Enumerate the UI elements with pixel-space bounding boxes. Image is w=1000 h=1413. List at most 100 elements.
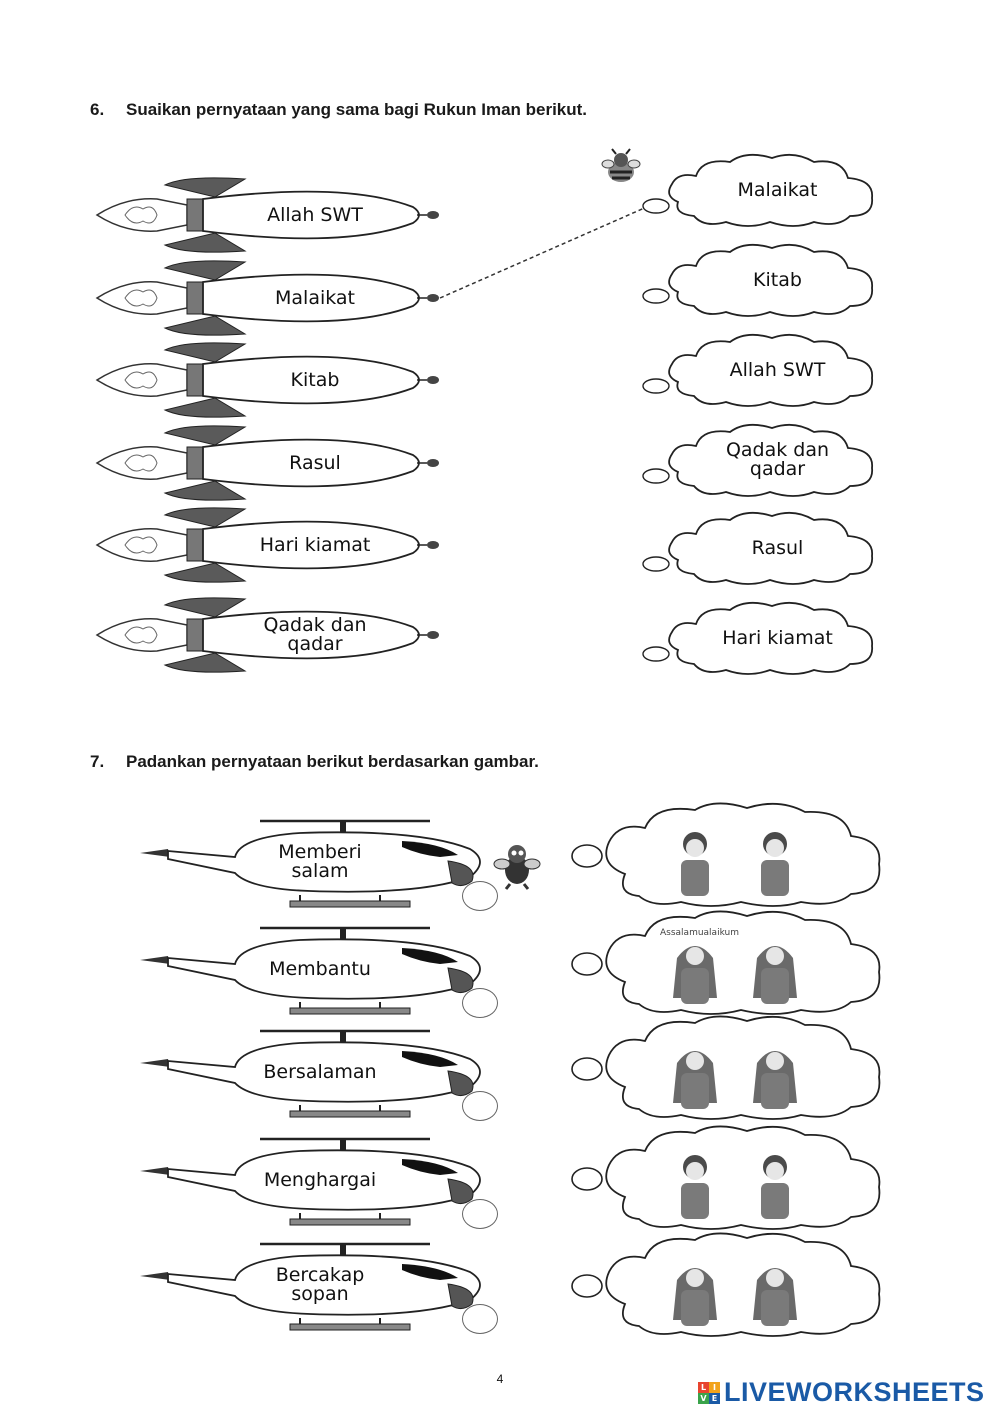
rocket-option[interactable]: [95, 423, 455, 503]
liveworksheets-brand[interactable]: L I V E LIVEWORKSHEETS: [698, 1377, 985, 1408]
item-label: Malaikat: [215, 286, 415, 309]
item-label-line: Bercakap: [275, 1264, 365, 1286]
scene-caption: Assalamualaikum: [660, 928, 739, 938]
picture-cloud-option[interactable]: [565, 1232, 885, 1340]
item-label-line: Kitab: [753, 268, 802, 291]
item-label: Malaikat: [665, 178, 890, 201]
item-label-line: Menghargai: [263, 1168, 377, 1191]
helicopter-icon: [140, 1029, 481, 1118]
answer-circle[interactable]: [462, 988, 498, 1018]
helicopter-icon: [140, 926, 481, 1015]
question-6-heading: 6. Suaikan pernyataan yang sama bagi Ruku…: [90, 100, 587, 120]
logo-letter: I: [709, 1381, 720, 1393]
rocket-icon: [95, 507, 439, 583]
bee-mascot-icon: [493, 845, 541, 890]
cloud-option[interactable]: [638, 508, 883, 588]
helicopter-option[interactable]: [140, 1025, 500, 1125]
item-label-line: Bersalaman: [263, 1060, 377, 1083]
item-label-line: qadar: [749, 458, 806, 480]
liveworksheets-logo-icon: L I V E: [698, 1381, 720, 1404]
item-label: Allah SWT: [215, 203, 415, 226]
rocket-option[interactable]: [95, 505, 455, 585]
scene-boy-helping-fallen-child-icon: [571, 802, 881, 907]
rocket-option[interactable]: [95, 258, 455, 338]
scene-girl-giving-gift-icon: [571, 1015, 881, 1120]
scene-girls-talking-politely-icon: [571, 1232, 881, 1337]
item-label-line: Hari kiamat: [259, 533, 371, 556]
cloud-icon: [642, 333, 873, 407]
scene-girls-greeting-icon: [571, 910, 881, 1015]
question-7-heading: 7. Padankan pernyataan berikut berdasarka…: [90, 752, 539, 772]
picture-cloud-option[interactable]: [565, 910, 885, 1018]
rocket-option[interactable]: [95, 340, 455, 420]
helicopter-option[interactable]: [140, 922, 500, 1022]
answer-circle[interactable]: [462, 1091, 498, 1121]
item-label-line: Allah SWT: [729, 358, 826, 381]
picture-cloud-option[interactable]: [565, 802, 885, 910]
logo-letter: E: [709, 1392, 720, 1404]
item-label: Rasul: [665, 536, 890, 559]
logo-letter: V: [698, 1392, 709, 1404]
item-label: Allah SWT: [665, 358, 890, 381]
helicopter-option[interactable]: [140, 1238, 500, 1338]
cloud-icon: [642, 243, 873, 317]
question-7-number: 7.: [90, 752, 105, 771]
answer-circle[interactable]: [462, 1304, 498, 1334]
item-label: Membantu: [230, 957, 410, 980]
rocket-icon: [95, 260, 439, 336]
helicopter-icon: [140, 1137, 481, 1226]
rocket-icon: [95, 425, 439, 501]
rocket-icon: [95, 597, 439, 673]
helicopter-option[interactable]: [140, 815, 500, 915]
item-label-line: qadar: [287, 633, 343, 655]
item-label: Kitab: [665, 268, 890, 291]
question-6-text: Suaikan pernyataan yang sama bagi Rukun …: [126, 100, 588, 119]
item-label-line: Qadak dan: [725, 439, 830, 461]
answer-circle[interactable]: [462, 1199, 498, 1229]
cloud-option[interactable]: [638, 420, 883, 500]
question-6-number: 6.: [90, 100, 105, 119]
item-label-line: Rasul: [289, 451, 341, 474]
item-label-line: Rasul: [751, 536, 804, 559]
item-label: Menghargai: [230, 1168, 410, 1191]
item-label-line: Allah SWT: [267, 203, 363, 226]
example-match-line: [439, 201, 659, 299]
cloud-icon: [642, 601, 873, 675]
answer-circle[interactable]: [462, 881, 498, 911]
helicopter-icon: [140, 1242, 481, 1331]
item-label-line: sopan: [291, 1283, 349, 1305]
scene-boys-shaking-hands-icon: [571, 1125, 881, 1230]
item-label-line: Malaikat: [275, 286, 355, 309]
item-label: Kitab: [215, 368, 415, 391]
logo-letter: L: [698, 1381, 709, 1393]
cloud-option[interactable]: [638, 240, 883, 320]
rocket-option[interactable]: [95, 595, 455, 675]
item-label-line: Membantu: [269, 957, 371, 980]
helicopter-option[interactable]: [140, 1133, 500, 1233]
item-label: Hari kiamat: [665, 628, 890, 648]
cloud-icon: [642, 511, 873, 585]
cloud-icon: [642, 423, 873, 497]
rocket-option[interactable]: [95, 175, 455, 255]
picture-cloud-option[interactable]: [565, 1125, 885, 1233]
brand-text: LIVEWORKSHEETS: [724, 1377, 985, 1407]
item-label-line: salam: [291, 860, 349, 882]
cloud-option[interactable]: [638, 330, 883, 410]
item-label-line: Qadak dan: [263, 614, 367, 636]
item-label: Rasul: [215, 451, 415, 474]
helicopter-icon: [140, 819, 481, 908]
item-label-line: Malaikat: [737, 178, 818, 201]
rocket-icon: [95, 342, 439, 418]
question-7-text: Padankan pernyataan berikut berdasarkan …: [126, 752, 539, 771]
picture-cloud-option[interactable]: [565, 1015, 885, 1123]
cloud-option[interactable]: [638, 150, 883, 230]
cloud-option[interactable]: [638, 598, 883, 678]
item-label-line: Kitab: [290, 368, 340, 391]
item-label-line: Memberi: [278, 841, 362, 863]
cloud-icon: [642, 153, 873, 227]
bee-mascot-icon: [601, 148, 641, 182]
